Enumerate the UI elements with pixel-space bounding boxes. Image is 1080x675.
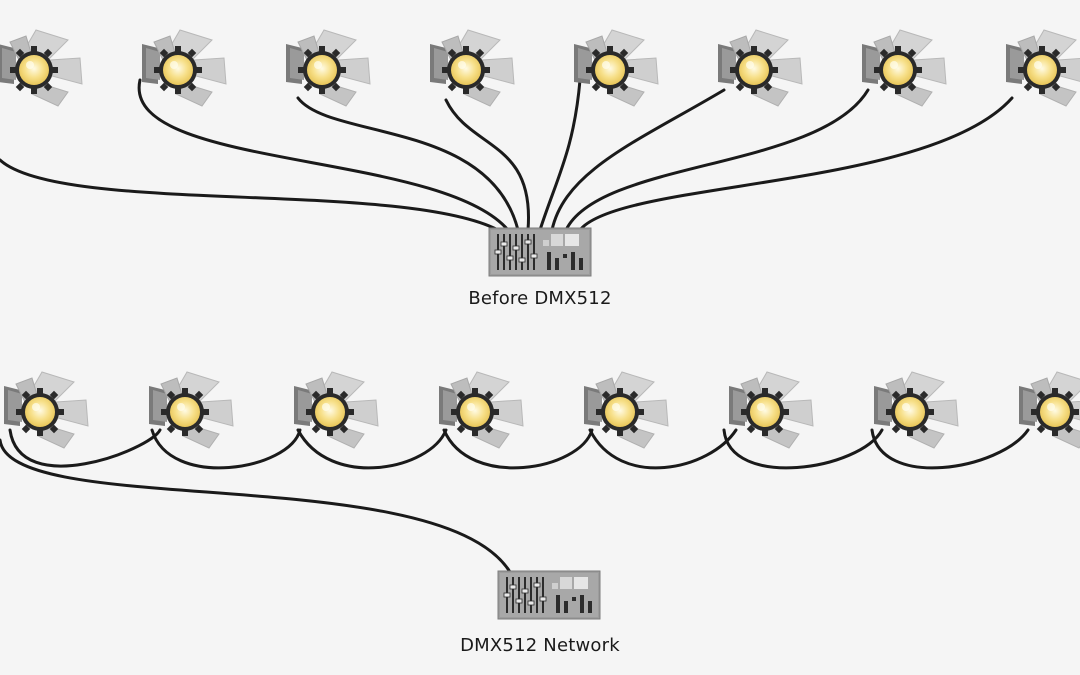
- stage-light-icon: [717, 29, 803, 107]
- stage-light-icon: [861, 29, 947, 107]
- fixture-row-network: [3, 371, 1080, 449]
- stage-light-icon: [573, 29, 659, 107]
- caption-dmx512-network: DMX512 Network: [460, 635, 620, 656]
- stage-light-icon: [0, 29, 83, 107]
- daisy-chain-cables: [0, 428, 1030, 574]
- stage-light-icon: [1018, 371, 1080, 449]
- stage-light-icon: [1005, 29, 1080, 107]
- lighting-console-icon: [497, 570, 601, 620]
- lighting-console-icon: [488, 227, 592, 277]
- stage-light-icon: [429, 29, 515, 107]
- stage-light-icon: [3, 371, 89, 449]
- stage-light-icon: [873, 371, 959, 449]
- stage-light-icon: [293, 371, 379, 449]
- stage-light-icon: [148, 371, 234, 449]
- stage-light-icon: [141, 29, 227, 107]
- stage-light-icon: [728, 371, 814, 449]
- caption-before-dmx512: Before DMX512: [468, 288, 612, 309]
- stage-light-icon: [438, 371, 524, 449]
- fixture-row-before: [0, 29, 1080, 107]
- stage-light-icon: [583, 371, 669, 449]
- home-run-cables: [0, 78, 1014, 232]
- stage-light-icon: [285, 29, 371, 107]
